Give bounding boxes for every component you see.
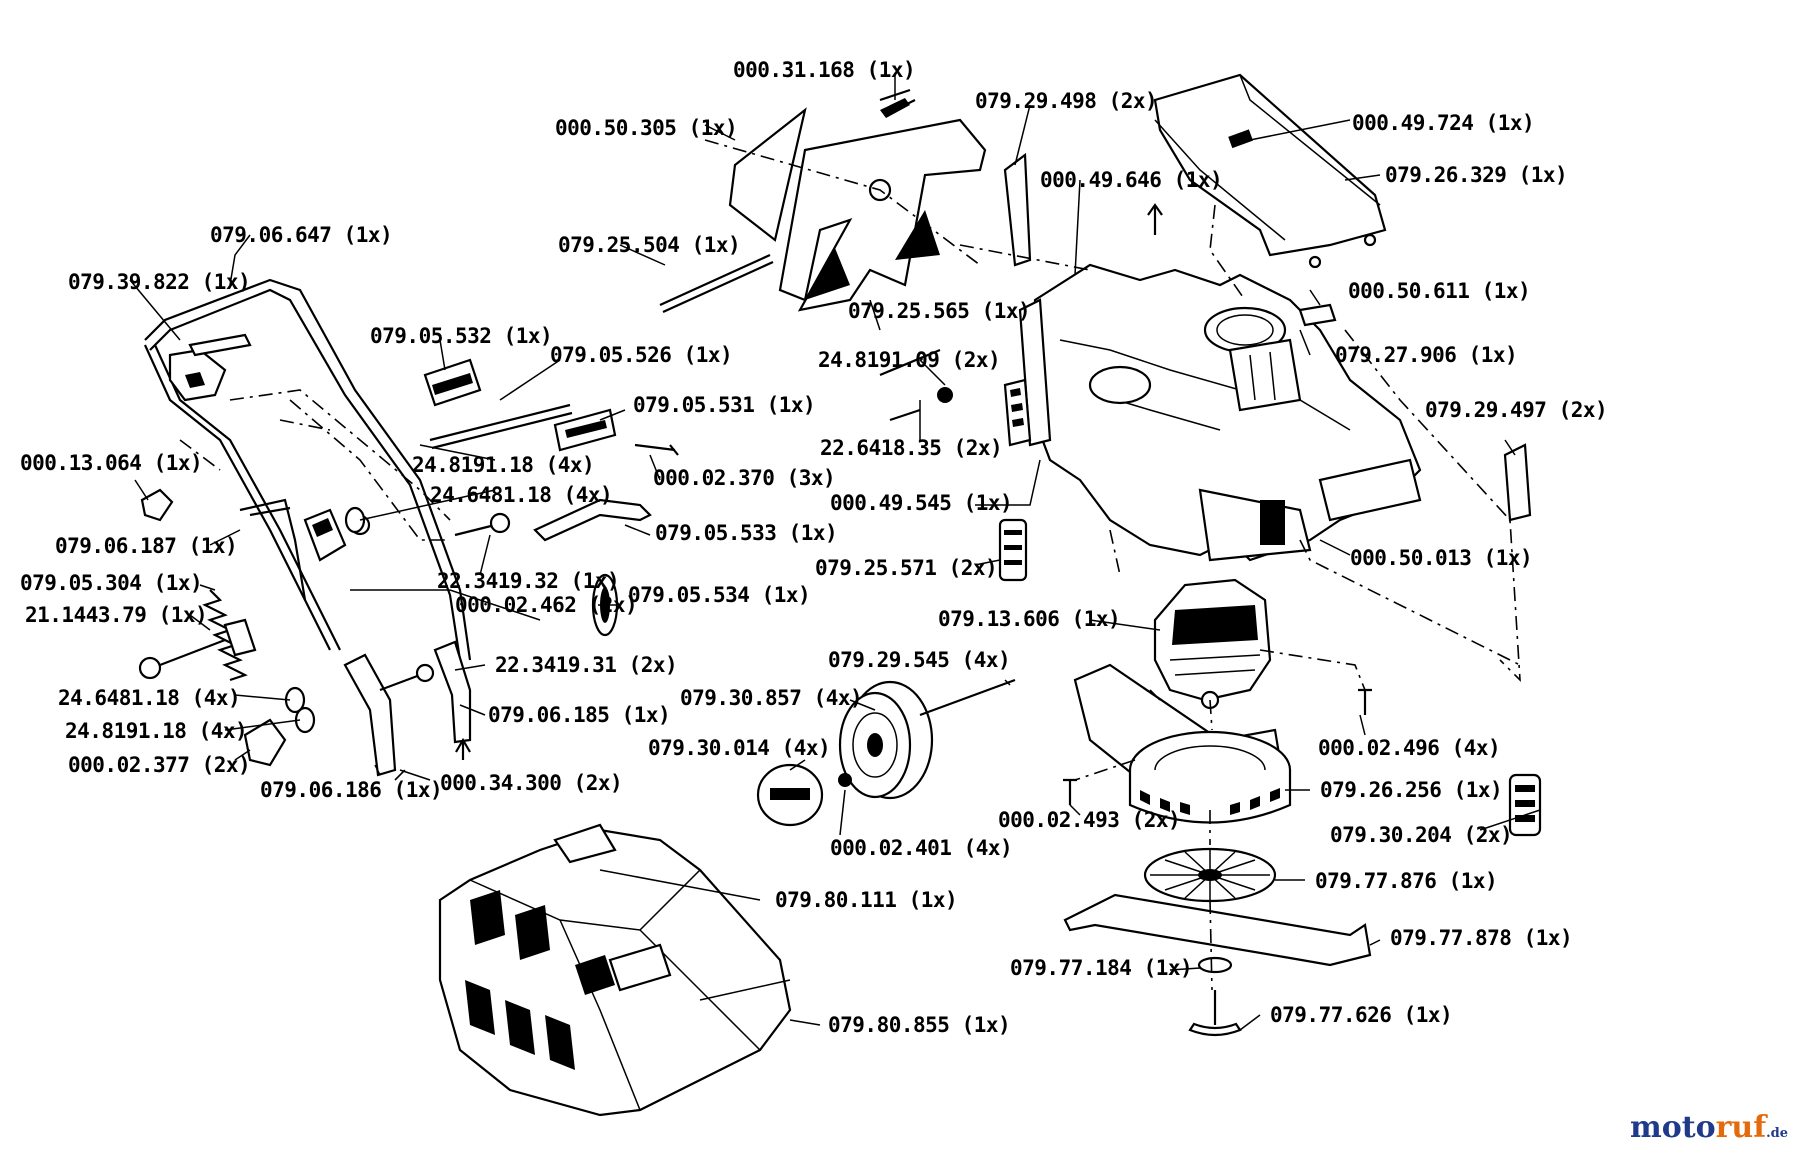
label-079-06-647: 079.06.647 (1x) (210, 223, 392, 247)
lower-handle (239, 498, 307, 601)
label-21-1443-79: 21.1443.79 (1x) (25, 603, 207, 627)
motor (1153, 578, 1272, 710)
label-079-26-329: 079.26.329 (1x) (1385, 163, 1567, 187)
label-000-50-305: 000.50.305 (1x) (555, 116, 737, 140)
part-labels: 000.31.168 (1x) 000.50.305 (1x) 079.29.4… (20, 58, 1608, 1037)
label-000-02-377: 000.02.377 (2x) (68, 753, 250, 777)
label-079-25-504: 079.25.504 (1x) (558, 233, 740, 257)
label-000-31-168: 000.31.168 (1x) (733, 58, 915, 82)
label-079-05-532: 079.05.532 (1x) (370, 324, 552, 348)
label-000-49-724: 000.49.724 (1x) (1352, 111, 1534, 135)
clip-000-50-611 (1298, 303, 1337, 327)
lower-handle-left (343, 653, 397, 777)
spring-clip-top (1003, 152, 1032, 267)
handle-bolts (379, 348, 953, 692)
label-000-49-646: 000.49.646 (1x) (1040, 168, 1222, 192)
motoruf-logo[interactable]: motoruf.de (1630, 1110, 1788, 1145)
label-079-05-531: 079.05.531 (1x) (633, 393, 815, 417)
spring-assembly (138, 589, 257, 682)
label-079-05-526: 079.05.526 (1x) (550, 343, 732, 367)
wheel (838, 678, 1016, 800)
screw-000-02-370 (634, 443, 679, 456)
label-000-13-064: 000.13.064 (1x) (20, 451, 202, 475)
label-079-29-498: 079.29.498 (2x) (975, 89, 1157, 113)
rear-cover (1153, 73, 1387, 269)
hub-cap (756, 763, 824, 827)
label-000-02-496: 000.02.496 (4x) (1318, 736, 1500, 760)
label-24-6481-18-a: 24.6481.18 (4x) (430, 483, 612, 507)
label-079-26-256: 079.26.256 (1x) (1320, 778, 1502, 802)
grass-flap (728, 88, 987, 312)
label-079-05-534: 079.05.534 (1x) (628, 583, 810, 607)
label-079-77-184: 079.77.184 (1x) (1010, 956, 1192, 980)
label-079-77-878: 079.77.878 (1x) (1390, 926, 1572, 950)
label-000-34-300: 000.34.300 (2x) (440, 771, 622, 795)
label-079-80-855: 079.80.855 (1x) (828, 1013, 1010, 1037)
label-000-50-611: 000.50.611 (1x) (1348, 279, 1530, 303)
label-000-02-401: 000.02.401 (4x) (830, 836, 1012, 860)
label-079-29-545: 079.29.545 (4x) (828, 648, 1010, 672)
lower-handle-right (433, 640, 472, 744)
roller-079-30-204 (1508, 773, 1542, 837)
logo-suffix: .de (1766, 1126, 1788, 1141)
bracket-079-05-533 (533, 498, 652, 542)
label-079-06-185: 079.06.185 (1x) (488, 703, 670, 727)
label-000-49-545: 000.49.545 (1x) (830, 491, 1012, 515)
side-grille (1003, 378, 1032, 447)
label-079-06-186: 079.06.186 (1x) (260, 778, 442, 802)
motor-housing (1073, 663, 1292, 824)
label-079-77-876: 079.77.876 (1x) (1315, 869, 1497, 893)
drawings (138, 73, 1542, 1117)
label-079-05-304: 079.05.304 (1x) (20, 571, 202, 595)
label-079-13-606: 079.13.606 (1x) (938, 607, 1120, 631)
deck-housing (1018, 263, 1422, 562)
spring-079-25-571 (998, 518, 1028, 582)
blade-bolt (1188, 956, 1242, 1037)
assembly-arrows (455, 203, 1163, 760)
label-079-06-187: 079.06.187 (1x) (55, 534, 237, 558)
label-079-27-906: 079.27.906 (1x) (1335, 343, 1517, 367)
washers (284, 506, 366, 734)
label-24-6481-18-b: 24.6481.18 (4x) (58, 686, 240, 710)
axle-rod (659, 253, 774, 314)
assembly-lines (179, 139, 1521, 991)
label-079-77-626: 079.77.626 (1x) (1270, 1003, 1452, 1027)
label-079-25-565: 079.25.565 (1x) (848, 299, 1030, 323)
label-24-8191-18-a: 24.8191.18 (4x) (412, 453, 594, 477)
logo-text-a: moto (1629, 1110, 1716, 1145)
leader-lines (129, 75, 1541, 1031)
blade (1063, 893, 1372, 967)
label-000-02-493: 000.02.493 (2x) (998, 808, 1180, 832)
label-079-39-822: 079.39.822 (1x) (68, 270, 250, 294)
label-000-02-370: 000.02.370 (3x) (653, 466, 835, 490)
switch-box (423, 358, 482, 407)
knob-000-13-064 (140, 488, 174, 522)
rod-079-05-526 (429, 403, 573, 450)
label-22-3419-31: 22.3419.31 (2x) (495, 653, 677, 677)
handle-lever (168, 333, 252, 402)
label-000-50-013: 000.50.013 (1x) (1350, 546, 1532, 570)
label-22-6418-35: 22.6418.35 (2x) (820, 436, 1002, 460)
cap-000-02-377 (243, 718, 287, 767)
logo-text-b: ruf (1715, 1110, 1767, 1145)
label-24-8191-09: 24.8191.09 (2x) (818, 348, 1000, 372)
label-079-30-857: 079.30.857 (4x) (680, 686, 862, 710)
label-079-30-014: 079.30.014 (4x) (648, 736, 830, 760)
label-079-25-571: 079.25.571 (2x) (815, 556, 997, 580)
label-079-80-111: 079.80.111 (1x) (775, 888, 957, 912)
label-079-30-204: 079.30.204 (2x) (1330, 823, 1512, 847)
label-079-05-533: 079.05.533 (1x) (655, 521, 837, 545)
spring-clip-right (1503, 443, 1532, 522)
small-screws (1063, 688, 1372, 805)
grass-catcher (438, 823, 792, 1117)
label-079-29-497: 079.29.497 (2x) (1425, 398, 1607, 422)
label-24-8191-18-b: 24.8191.18 (4x) (65, 719, 247, 743)
label-22-3419-32: 22.3419.32 (1x) (437, 569, 619, 593)
fan (1143, 847, 1277, 903)
label-000-02-462: 000.02.462 (2x) (455, 593, 637, 617)
